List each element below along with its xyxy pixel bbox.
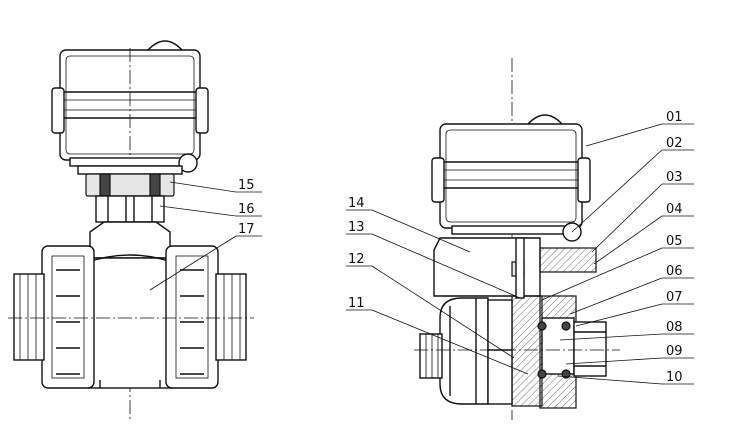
callout-17: 17 [149,222,262,291]
callout-11: 11 [346,296,529,375]
callout-label-07: 07 [666,290,683,305]
callout-04: 04 [593,202,694,265]
callout-label-14: 14 [348,196,365,211]
callout-label-13: 13 [348,220,365,235]
callout-label-06: 06 [666,264,683,279]
section-view-valve [414,58,620,420]
front-view-valve [8,40,254,420]
callout-label-08: 08 [666,320,683,335]
callout-02: 02 [571,136,694,233]
callout-13: 13 [346,220,521,299]
callout-05: 05 [541,234,694,301]
callout-label-02: 02 [666,136,683,151]
callout-06: 06 [569,264,694,315]
callout-03: 03 [591,170,694,253]
callout-label-16: 16 [238,202,255,217]
callout-label-12: 12 [348,252,365,267]
callout-16: 16 [159,202,262,217]
callout-label-03: 03 [666,170,683,185]
callout-09: 09 [565,344,694,365]
callout-label-04: 04 [666,202,683,217]
callout-01: 01 [585,110,694,147]
callout-12: 12 [346,252,515,359]
callout-10: 10 [557,370,694,385]
callout-07: 07 [575,290,694,327]
callout-label-05: 05 [666,234,683,249]
callout-label-17: 17 [238,222,255,237]
callout-label-11: 11 [348,296,365,311]
callout-label-01: 01 [666,110,683,125]
callout-08: 08 [559,320,694,341]
callout-label-10: 10 [666,370,683,385]
callout-15: 15 [169,178,262,193]
callout-label-09: 09 [666,344,683,359]
callout-label-15: 15 [238,178,255,193]
callout-14: 14 [346,196,471,253]
